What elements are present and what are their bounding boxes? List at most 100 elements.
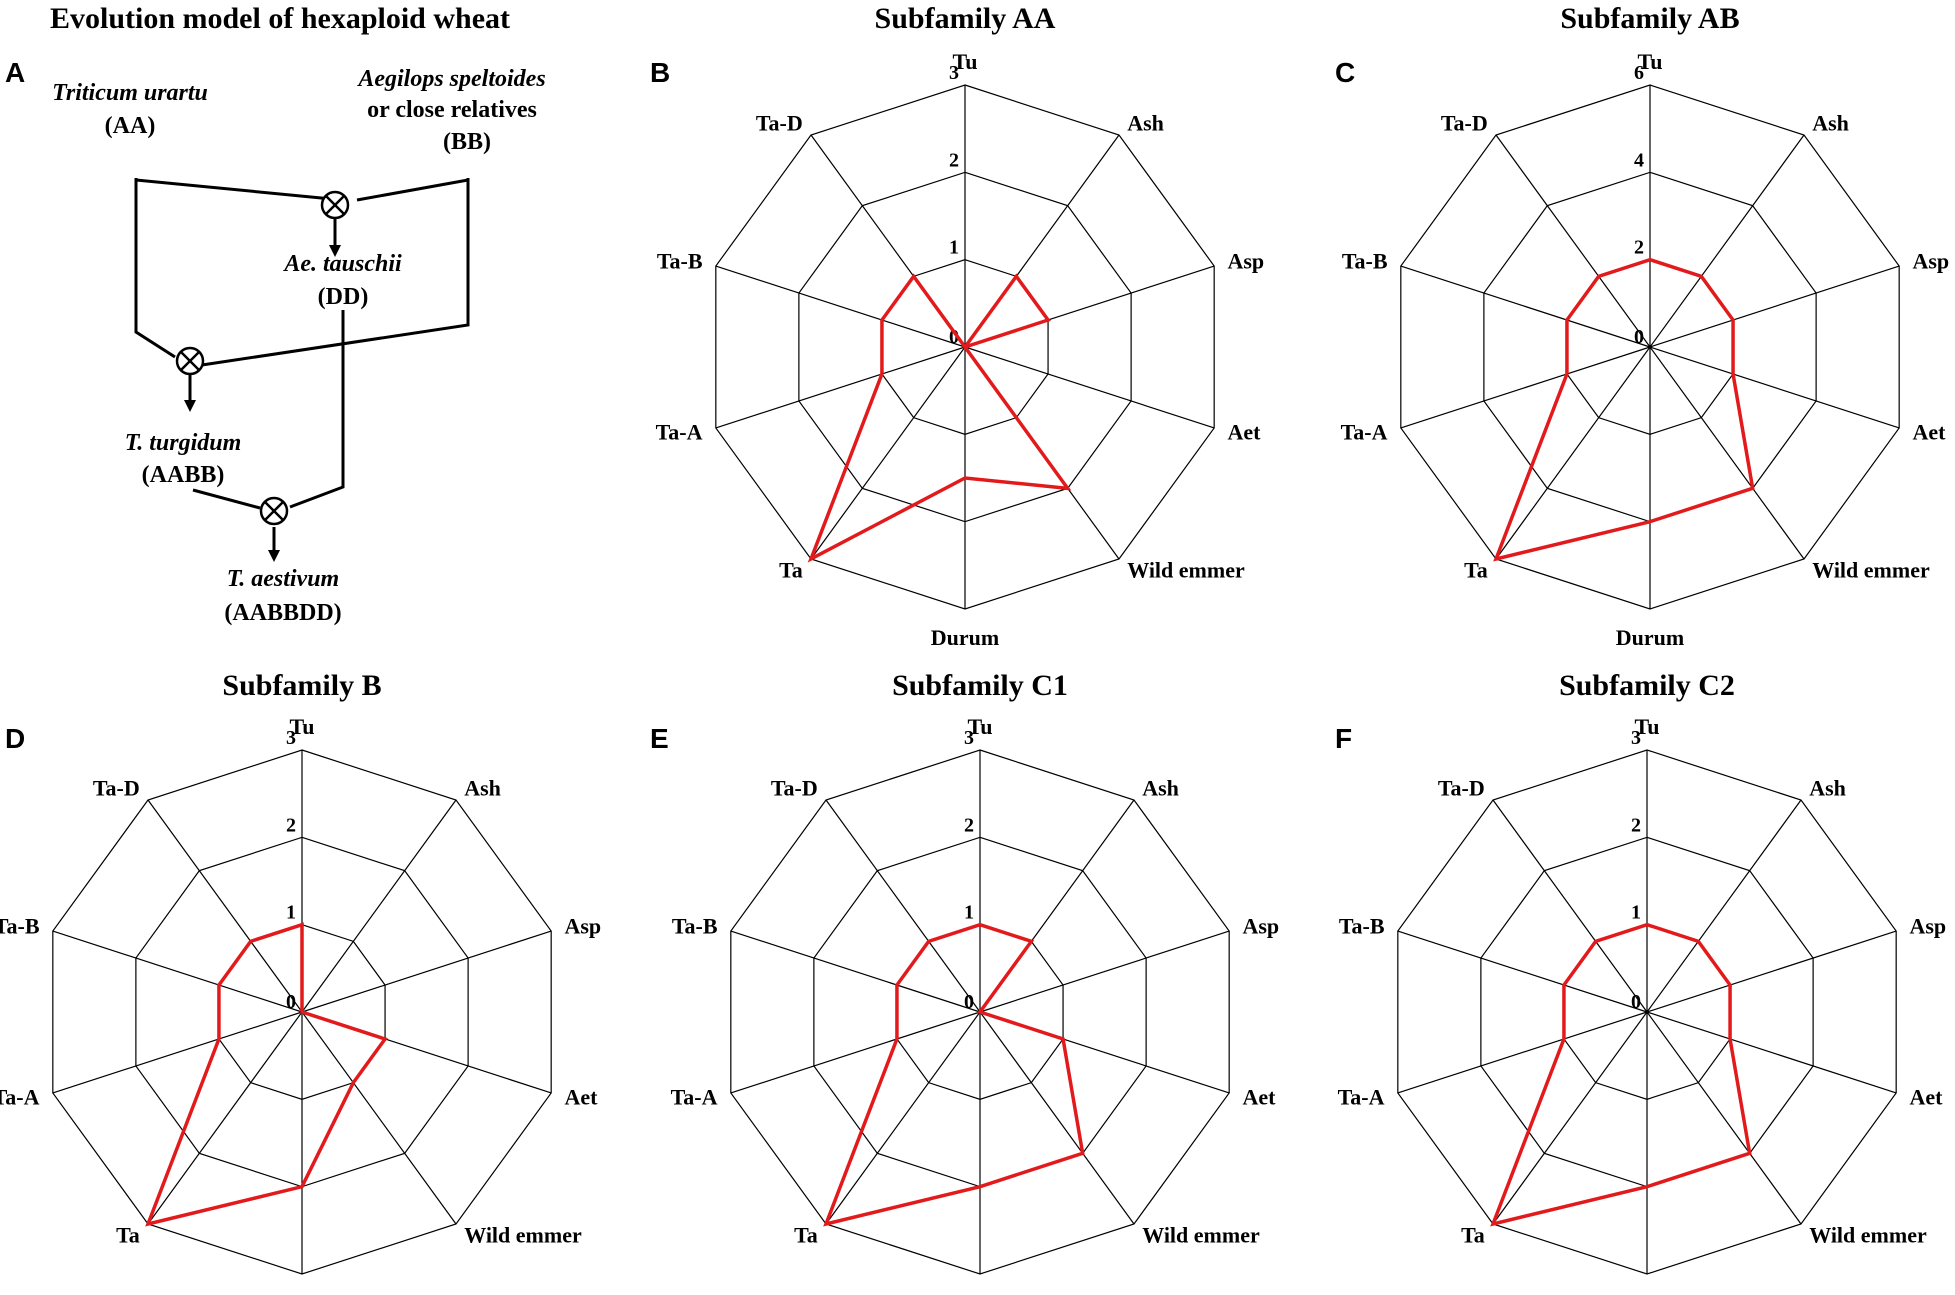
ae-speltoides-name: Aegilops speltoides bbox=[356, 66, 545, 92]
axis-label: Asp bbox=[1227, 249, 1264, 274]
series-line bbox=[145, 922, 388, 1227]
data-point bbox=[1645, 1185, 1649, 1189]
data-point bbox=[351, 1081, 355, 1085]
tick-label: 2 bbox=[964, 814, 974, 836]
axis-label: Ta-D bbox=[93, 776, 140, 801]
chart-title: Subfamily AB bbox=[1560, 2, 1739, 35]
t-turgidum-name: T. turgidum bbox=[125, 430, 242, 456]
grid-spoke bbox=[1492, 1011, 1648, 1225]
axis-label: Ta-A bbox=[1338, 1084, 1385, 1109]
chart-title: Subfamily B bbox=[222, 669, 381, 702]
grid-spoke bbox=[1495, 134, 1651, 348]
data-point bbox=[1731, 318, 1735, 322]
data-point bbox=[809, 557, 813, 561]
axis-label: Ta bbox=[1464, 557, 1488, 582]
tick-label: 0 bbox=[949, 326, 959, 348]
tick-label: 2 bbox=[1634, 237, 1644, 259]
axis-label: Durum bbox=[1616, 625, 1684, 650]
data-point bbox=[1648, 520, 1652, 524]
data-point bbox=[895, 1037, 899, 1041]
panel-label: E bbox=[650, 723, 669, 754]
data-point bbox=[1728, 983, 1732, 987]
tick-label: 2 bbox=[1631, 814, 1641, 836]
data-point bbox=[1066, 486, 1070, 490]
tick-label: 1 bbox=[1631, 902, 1641, 924]
grid-spoke bbox=[979, 930, 1230, 1013]
axis-label: Durum bbox=[1613, 1290, 1681, 1295]
grid-spoke bbox=[52, 930, 303, 1013]
tick-label: 3 bbox=[964, 727, 974, 749]
data-point bbox=[1081, 1151, 1085, 1155]
series-line bbox=[1490, 922, 1752, 1227]
data-point bbox=[1648, 258, 1652, 262]
panel-label: F bbox=[1335, 723, 1352, 754]
data-point bbox=[1562, 1037, 1566, 1041]
grid-spoke bbox=[1400, 265, 1651, 348]
axis-label: Asp bbox=[1242, 914, 1279, 939]
grid-spoke bbox=[1397, 930, 1648, 1013]
axis-label: Ta-B bbox=[1342, 249, 1388, 274]
chart-title: Subfamily AA bbox=[875, 2, 1056, 35]
axis-label: Tu bbox=[1635, 714, 1660, 739]
tick-label: 6 bbox=[1634, 62, 1644, 84]
axis-label: Asp bbox=[1909, 914, 1946, 939]
axis-label: Wild emmer bbox=[464, 1222, 582, 1247]
tick-label: 1 bbox=[949, 237, 959, 259]
lineage-arrowheads bbox=[184, 245, 341, 562]
axis-label: Ta-D bbox=[1438, 776, 1485, 801]
axis-label: Ta-D bbox=[1441, 111, 1488, 136]
axis-label: Ta-D bbox=[771, 776, 818, 801]
grid-spoke bbox=[730, 930, 981, 1013]
grid-spoke bbox=[1646, 799, 1802, 1013]
axis-label: Ash bbox=[1812, 111, 1849, 136]
tick-label: 0 bbox=[964, 991, 974, 1013]
ae-speltoides-sub: or close relatives bbox=[367, 97, 537, 123]
tick-label: 3 bbox=[286, 727, 296, 749]
data-point bbox=[217, 983, 221, 987]
tick-label: 1 bbox=[964, 902, 974, 924]
grid-spoke bbox=[147, 1011, 303, 1225]
lineage-lines bbox=[134, 178, 470, 550]
axis-label: Asp bbox=[1912, 249, 1949, 274]
data-point bbox=[383, 1037, 387, 1041]
panel-label: B bbox=[650, 57, 670, 88]
data-point bbox=[300, 1010, 304, 1014]
arrow-down-icon bbox=[329, 245, 341, 257]
axis-label: Aet bbox=[564, 1084, 598, 1109]
t-turgidum-genome: (AABB) bbox=[142, 462, 225, 488]
axis-label: Ta-B bbox=[657, 249, 703, 274]
data-point bbox=[1061, 1037, 1065, 1041]
t-aestivum-name: T. aestivum bbox=[227, 566, 339, 592]
axis-label: Wild emmer bbox=[1142, 1222, 1260, 1247]
data-point bbox=[963, 476, 967, 480]
axis-label: Ta bbox=[779, 557, 803, 582]
tick-label: 1 bbox=[286, 902, 296, 924]
grid-spoke bbox=[1649, 346, 1805, 560]
data-point bbox=[978, 923, 982, 927]
ae-tauschii-name: Ae. tauschii bbox=[282, 251, 402, 277]
ae-speltoides-genome: (BB) bbox=[443, 129, 491, 155]
data-point bbox=[1594, 939, 1598, 943]
grid-spoke bbox=[1492, 799, 1648, 1013]
data-point bbox=[895, 983, 899, 987]
data-point bbox=[1731, 372, 1735, 376]
data-point bbox=[1696, 939, 1700, 943]
tick-label: 3 bbox=[949, 62, 959, 84]
data-point bbox=[1029, 939, 1033, 943]
data-point bbox=[1046, 318, 1050, 322]
cross-icon bbox=[175, 346, 205, 376]
t-urartu-name: Triticum urartu bbox=[52, 80, 208, 106]
data-point bbox=[1014, 274, 1018, 278]
tick-label: 4 bbox=[1634, 149, 1644, 171]
grid-spoke bbox=[1397, 1011, 1648, 1094]
series-line bbox=[807, 273, 1072, 563]
grid-spoke bbox=[810, 346, 966, 560]
axis-label: Durum bbox=[268, 1290, 336, 1295]
grid-spoke bbox=[1646, 1011, 1897, 1094]
data-point bbox=[824, 1222, 828, 1226]
data-point bbox=[217, 1037, 221, 1041]
